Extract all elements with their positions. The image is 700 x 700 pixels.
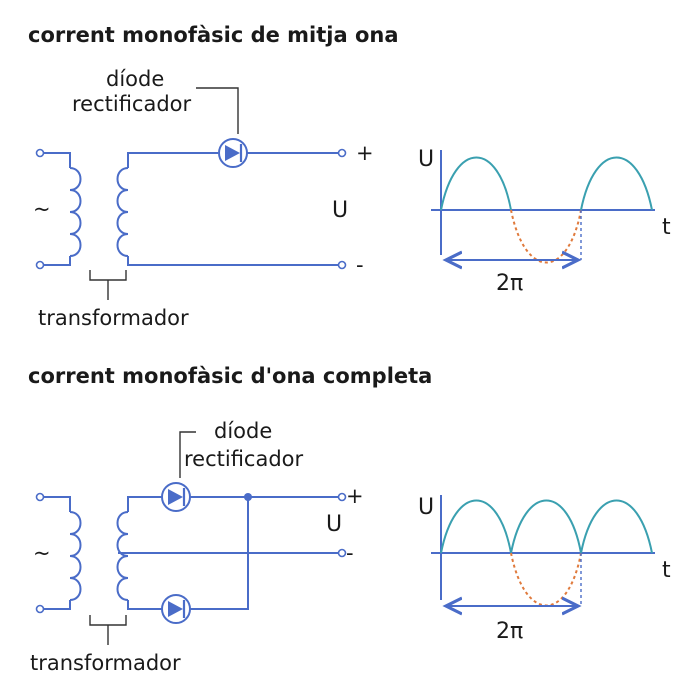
output-voltage-label: U [332, 198, 348, 223]
full-wave-diode-top [161, 431, 338, 512]
full-wave-diode-bottom [161, 493, 252, 624]
full-wave-transformer: ~ [33, 492, 338, 645]
diode-icon [168, 601, 183, 617]
half-wave-section: corrent monofàsic de mitja ona ~ d [28, 23, 671, 330]
transformer-label: transformador [30, 651, 181, 675]
source-symbol: ~ [33, 197, 51, 221]
diode-callout [179, 431, 196, 478]
transformer-bracket [89, 270, 127, 300]
diode-label-line1: díode [106, 67, 164, 91]
full-wave-section: corrent monofàsic d'ona completa ~ [28, 364, 671, 675]
output-terminal-minus [337, 260, 347, 270]
graph-x-label: t [662, 558, 671, 583]
minus-sign: - [356, 253, 364, 277]
positive-half-1 [440, 499, 512, 554]
source-symbol: ~ [33, 541, 51, 565]
diode-callout [196, 87, 239, 134]
output-terminal-plus [337, 148, 347, 158]
rectified-half [510, 499, 582, 554]
period-label: 2π [496, 271, 523, 296]
diode-icon [225, 145, 240, 161]
half-wave-diode [196, 87, 338, 168]
negative-half-original [510, 552, 582, 607]
input-terminal-top [35, 148, 45, 158]
period-label: 2π [496, 619, 523, 644]
positive-half-2 [580, 499, 653, 554]
positive-half-2 [580, 156, 653, 211]
half-wave-transformer: ~ [33, 148, 338, 300]
half-wave-title: corrent monofàsic de mitja ona [28, 23, 399, 47]
graph-x-label: t [662, 215, 671, 240]
diode-icon [168, 489, 183, 505]
transformer-bracket [89, 615, 127, 645]
junction-dot [244, 493, 252, 501]
diode-label-line1: díode [214, 419, 272, 443]
plus-sign: + [356, 141, 374, 165]
primary-coil [69, 167, 82, 257]
output-voltage-label: U [326, 512, 342, 537]
secondary-coil [116, 167, 129, 257]
minus-sign: - [346, 541, 354, 565]
diode-label-line2: rectificador [184, 447, 304, 471]
primary-coil [69, 511, 82, 601]
input-terminal-bottom [35, 604, 45, 614]
plus-sign: + [346, 484, 364, 508]
diode-label-line2: rectificador [72, 92, 192, 116]
transformer-label: transformador [38, 306, 189, 330]
graph-y-label: U [418, 495, 434, 520]
input-terminal-bottom [35, 260, 45, 270]
output-terminal-minus [337, 548, 347, 558]
negative-half-removed [510, 209, 582, 264]
full-wave-title: corrent monofàsic d'ona completa [28, 364, 432, 388]
input-terminal-top [35, 492, 45, 502]
half-wave-graph: U t 2π [418, 147, 671, 296]
output-terminal-plus [337, 492, 347, 502]
graph-y-label: U [418, 147, 434, 172]
secondary-coil [116, 511, 129, 601]
full-wave-graph: U t 2π [418, 495, 671, 644]
positive-half-1 [440, 156, 512, 211]
